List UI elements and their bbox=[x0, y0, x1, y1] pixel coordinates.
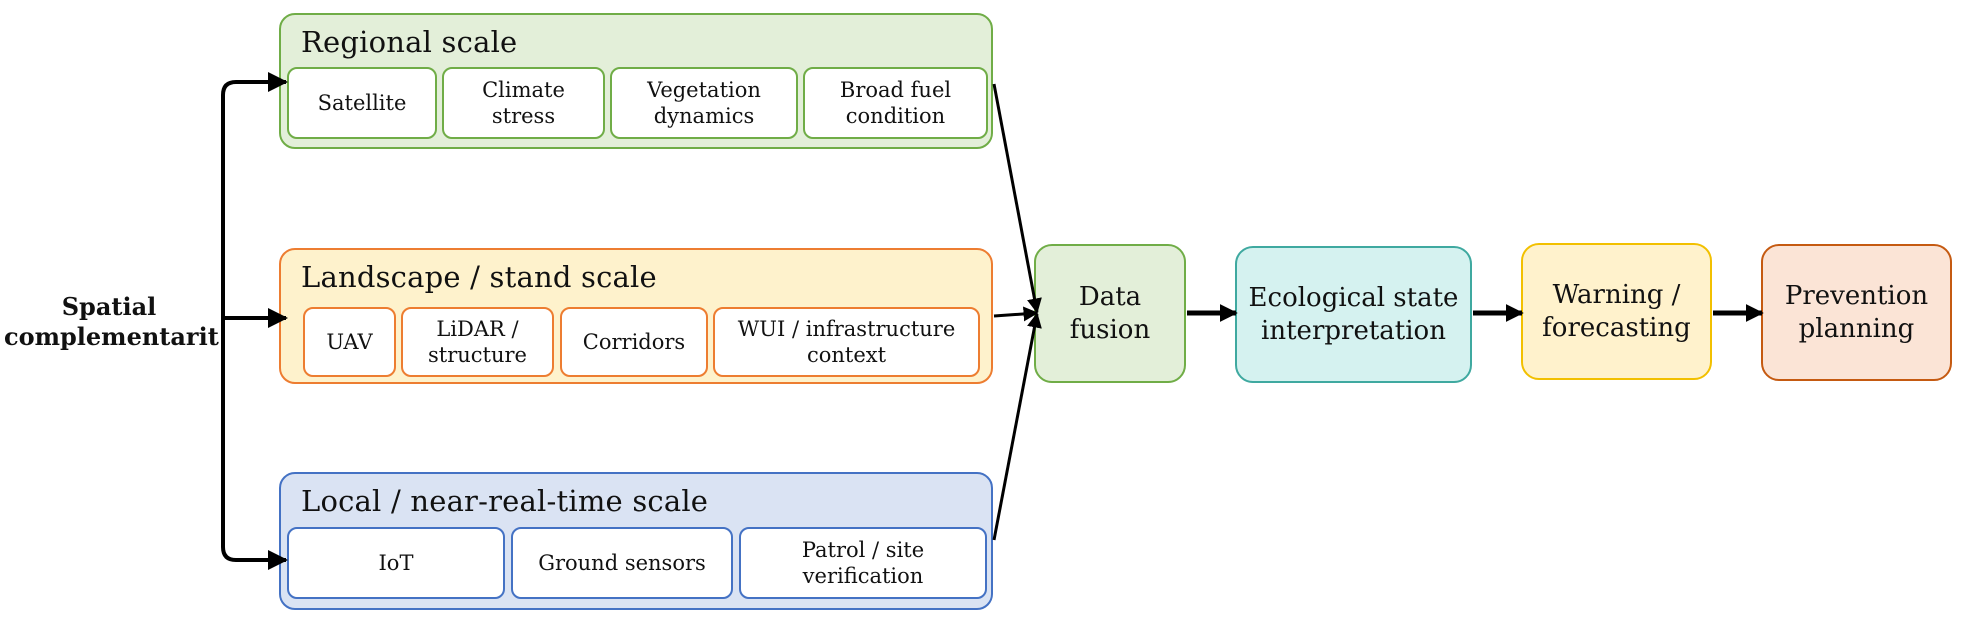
ground-sensors-box: Ground sensors bbox=[511, 527, 733, 599]
landscape-scale-title: Landscape / stand scale bbox=[301, 260, 657, 294]
local-to-fusion-arrow bbox=[992, 312, 1042, 541]
regional-to-fusion-arrow bbox=[992, 83, 1042, 314]
vegetation-dynamics-box: Vegetation dynamics bbox=[610, 67, 798, 139]
broad-fuel-condition-box: Broad fuel condition bbox=[803, 67, 988, 139]
climate-stress-box: Climate stress bbox=[442, 67, 605, 139]
warning-forecasting-box: Warning / forecasting bbox=[1521, 243, 1712, 380]
landscape-to-fusion-arrow bbox=[993, 306, 1039, 322]
regional-scale-title: Regional scale bbox=[301, 25, 518, 59]
prevention-planning-box: Prevention planning bbox=[1761, 244, 1952, 381]
iot-box: IoT bbox=[287, 527, 505, 599]
local-scale-group: Local / near-real-time scale IoT Ground … bbox=[279, 472, 993, 610]
regional-scale-group: Regional scale Satellite Climate stress … bbox=[279, 13, 993, 149]
data-fusion-box: Data fusion bbox=[1034, 244, 1186, 383]
patrol-site-verification-box: Patrol / site verification bbox=[739, 527, 987, 599]
lidar-structure-box: LiDAR / structure bbox=[401, 307, 554, 377]
spatial-complementarity-label: Spatial complementarit bbox=[4, 292, 219, 351]
local-scale-title: Local / near-real-time scale bbox=[301, 484, 709, 518]
corridors-box: Corridors bbox=[560, 307, 708, 377]
bracket-line bbox=[221, 80, 276, 562]
landscape-scale-group: Landscape / stand scale UAV LiDAR / stru… bbox=[279, 248, 993, 384]
ecological-state-interpretation-box: Ecological state interpretation bbox=[1235, 246, 1472, 383]
wui-infrastructure-box: WUI / infrastructure context bbox=[713, 307, 980, 377]
uav-box: UAV bbox=[303, 307, 396, 377]
satellite-box: Satellite bbox=[287, 67, 437, 139]
